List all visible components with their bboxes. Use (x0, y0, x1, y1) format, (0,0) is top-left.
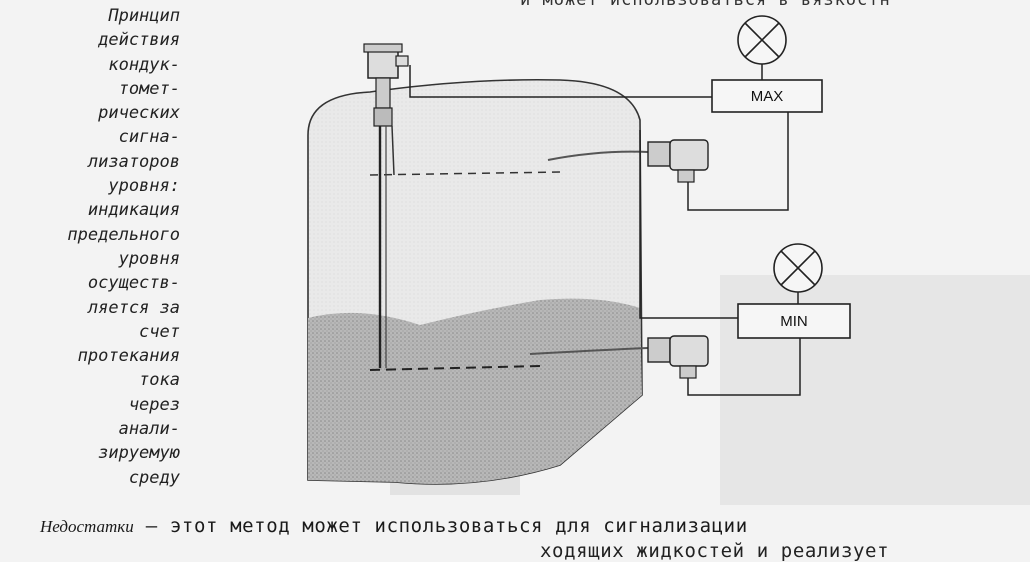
top-partial-text: и может использоваться в вязкостн (520, 0, 891, 10)
caption-line: ляется за (87, 297, 180, 318)
max-lamp-icon (737, 15, 787, 65)
liquid-fill (308, 298, 642, 484)
caption-line: Принцип (108, 6, 180, 26)
caption-line: уровня: (108, 176, 180, 197)
max-relay-box: MAX (711, 79, 823, 113)
caption-line: томет- (118, 78, 180, 99)
caption-line: зируемую (98, 443, 180, 464)
min-level-line (369, 365, 541, 371)
rod-probe (363, 43, 409, 368)
caption-line: счет (139, 321, 180, 342)
caption-line: тока (139, 370, 180, 391)
caption-line: индикация (87, 200, 180, 221)
drawbacks-heading: Недостатки (40, 517, 134, 536)
caption-line: лизаторов (87, 151, 180, 172)
caption-line: рических (98, 103, 180, 124)
min-relay-box: MIN (737, 303, 851, 339)
caption-line: протекания (77, 346, 180, 367)
caption-line: предельного (67, 224, 180, 245)
max-side-sensor (547, 139, 709, 183)
min-label: MIN (780, 313, 808, 330)
bottom-text-line-2: ходящих жидкостей и реализует (540, 540, 890, 562)
caption-line: среду (128, 467, 180, 488)
max-label: MAX (751, 88, 784, 105)
min-lamp-icon (773, 243, 823, 293)
min-side-sensor (529, 335, 709, 379)
sidebar-caption: Принцип действия кондук- томет- рических… (30, 4, 180, 490)
caption-line: кондук- (108, 54, 180, 75)
caption-line: осуществ- (87, 273, 180, 294)
caption-line: анали- (118, 419, 180, 440)
bottom-text-line: Недостатки – этот метод может использова… (40, 515, 748, 537)
caption-line: уровня (118, 248, 180, 269)
caption-line: через (128, 394, 180, 415)
max-level-line (369, 171, 561, 176)
caption-line: сигна- (118, 127, 180, 148)
wiring (409, 65, 801, 396)
drawbacks-text: – этот метод может использоваться для си… (133, 515, 748, 537)
caption-line: действия (98, 30, 180, 51)
